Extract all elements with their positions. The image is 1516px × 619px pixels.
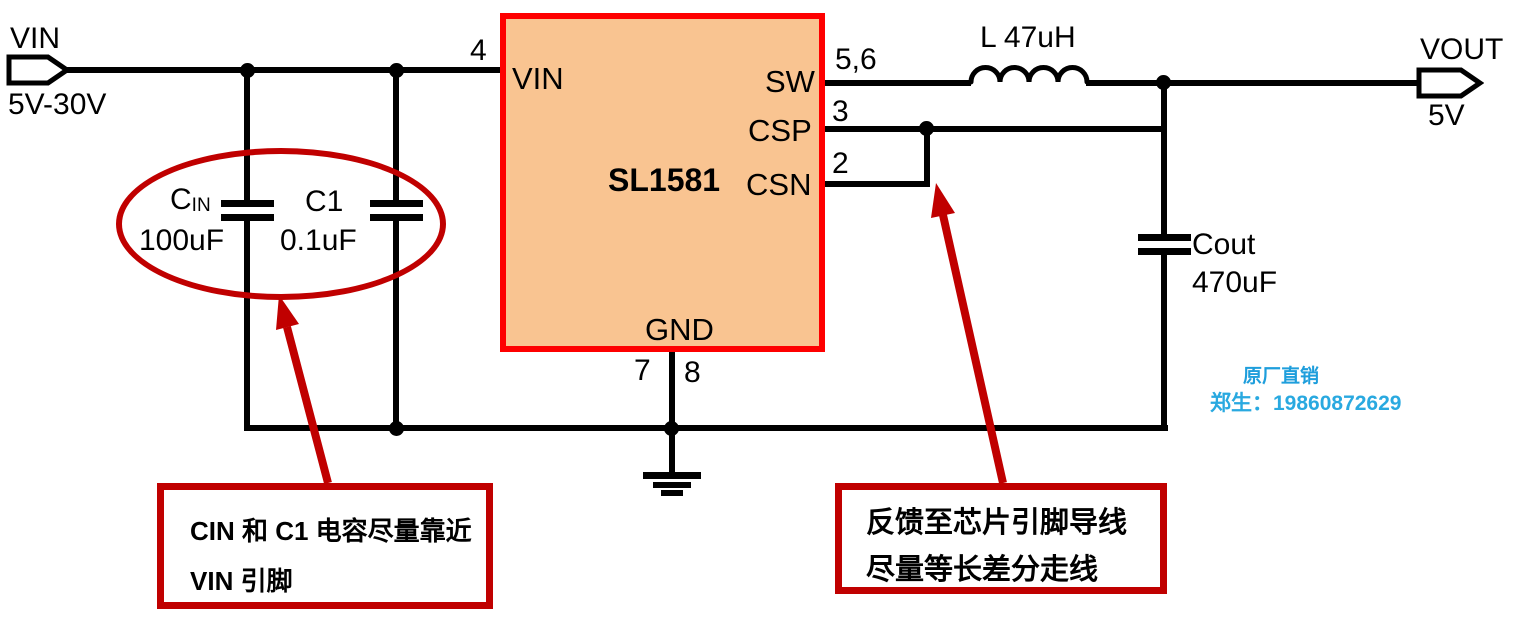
wire-c1-leg-bottom (393, 221, 399, 431)
junction-dot (389, 421, 404, 436)
vout-voltage: 5V (1428, 99, 1465, 132)
wire-ground-rail (244, 425, 1168, 431)
vout-terminal-icon (1416, 67, 1484, 99)
wire-sw-left (825, 80, 971, 86)
vin-label: VIN (10, 22, 61, 55)
pin-number-4: 4 (470, 34, 487, 67)
input-caps-highlight-ellipse (116, 148, 446, 300)
junction-dot (240, 63, 255, 78)
wire-csn-vertical (924, 126, 930, 187)
wire-cout-leg-top (1161, 80, 1167, 234)
watermark-seller-tag: 原厂直销 (1243, 366, 1320, 387)
ic-pin-csn: CSN (746, 167, 812, 202)
wire-vin-top (64, 67, 504, 73)
wire-csn (825, 181, 930, 187)
wire-c1-leg-top (393, 67, 399, 200)
junction-dot (1156, 75, 1171, 90)
note-input-caps-line1: CIN 和 C1 电容尽量靠近 (190, 516, 472, 546)
wire-cout-leg-bottom (1161, 254, 1167, 431)
note-feedback-routing: 反馈至芯片引脚导线 尽量等长差分走线 (835, 483, 1167, 594)
junction-dot (664, 421, 679, 436)
cout-value: 470uF (1192, 266, 1278, 299)
ic-pin-csp: CSP (748, 113, 812, 148)
inductor-icon (968, 65, 1090, 85)
pin-number-5-6: 5,6 (835, 43, 877, 76)
pin-number-3: 3 (832, 95, 849, 128)
inductor-label: L 47uH (980, 21, 1076, 54)
wire-sw-right (1086, 80, 1420, 86)
vin-voltage-range: 5V-30V (8, 88, 107, 121)
arrow-to-input-caps (276, 295, 332, 485)
cout-capacitor-icon (1138, 248, 1191, 255)
ic-pin-vin: VIN (512, 61, 564, 96)
junction-dot (389, 63, 404, 78)
vout-label: VOUT (1420, 33, 1504, 66)
wire-csp (825, 126, 1167, 132)
vin-terminal-icon (6, 54, 70, 86)
ic-pin-gnd: GND (645, 312, 714, 347)
note-feedback-line1: 反馈至芯片引脚导线 (866, 507, 1128, 539)
pin-number-7: 7 (634, 354, 651, 387)
watermark-contact-phone: 郑生：19860872629 (1210, 392, 1402, 415)
ground-symbol-icon (661, 490, 683, 496)
ic-pin-sw: SW (765, 64, 815, 99)
arrow-to-csn-pin (931, 183, 1007, 484)
pin-number-2: 2 (832, 147, 849, 180)
wire-cin-leg-top (244, 67, 250, 200)
pin-number-8: 8 (684, 356, 701, 389)
ground-symbol-icon (653, 482, 691, 488)
note-input-caps: CIN 和 C1 电容尽量靠近 VIN 引脚 (157, 483, 493, 609)
cout-ref: Cout (1192, 228, 1256, 261)
wire-gnd-leg (669, 352, 675, 474)
ic-sl1581 (500, 13, 825, 352)
cout-capacitor-icon (1138, 234, 1191, 241)
ic-part-number: SL1581 (608, 162, 721, 198)
ground-symbol-icon (643, 472, 701, 479)
note-feedback-line2: 尽量等长差分走线 (866, 554, 1099, 586)
wire-cin-leg-bottom (244, 221, 250, 431)
junction-dot (919, 121, 934, 136)
note-input-caps-line2: VIN 引脚 (190, 566, 293, 596)
